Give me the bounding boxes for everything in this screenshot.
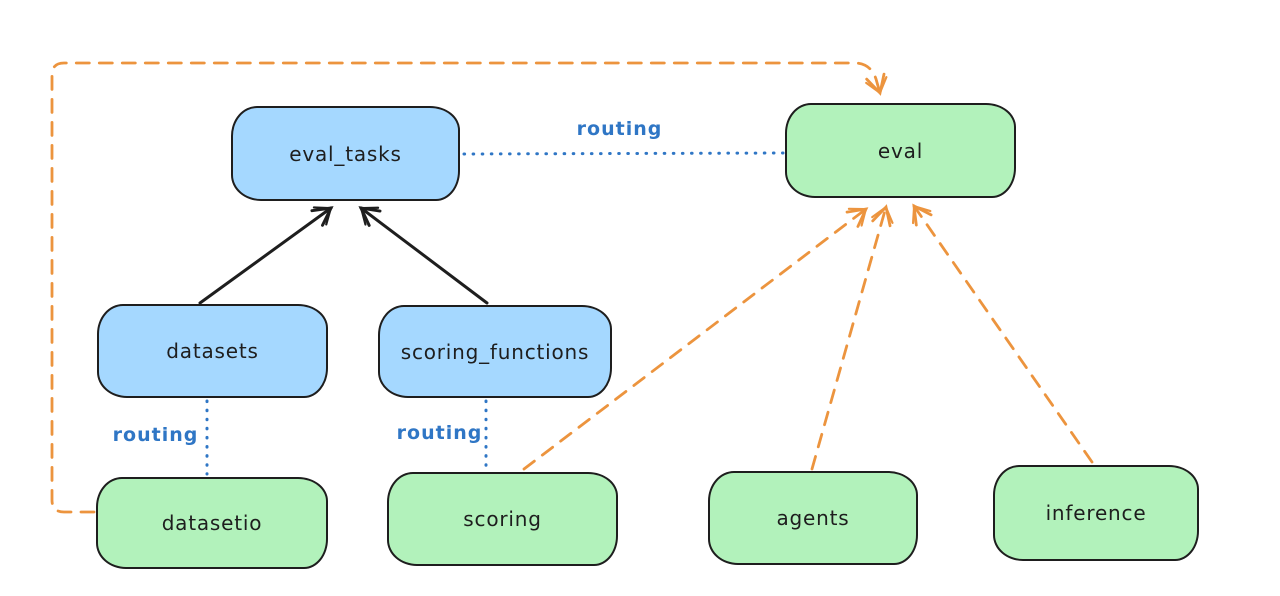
edge-label-routing-top: routing: [576, 118, 663, 140]
node-datasetio-label: datasetio: [161, 511, 263, 535]
node-eval: eval: [785, 103, 1016, 198]
edge-datasetio-to-eval: [50, 61, 888, 514]
edge-agents-to-eval: [810, 204, 894, 471]
node-datasets: datasets: [97, 304, 328, 398]
edge-eval-tasks-to-eval: [462, 151, 785, 156]
node-agents-label: agents: [776, 506, 850, 530]
edge-scoring-functions-to-eval-tasks: [358, 206, 489, 305]
edge-datasets-to-eval-tasks: [198, 206, 334, 305]
node-scoring: scoring: [387, 472, 618, 566]
node-scoring-functions: scoring_functions: [378, 305, 612, 398]
node-eval-tasks: eval_tasks: [231, 106, 460, 201]
edge-label-routing-left: routing: [112, 424, 199, 446]
node-agents: agents: [708, 471, 918, 565]
edge-scoring-to-eval: [522, 207, 869, 471]
node-scoring-functions-label: scoring_functions: [400, 339, 590, 364]
node-scoring-label: scoring: [463, 507, 542, 531]
node-inference: inference: [993, 465, 1199, 561]
node-eval-label: eval: [877, 138, 924, 163]
edge-label-routing-middle: routing: [396, 422, 483, 444]
node-inference-label: inference: [1045, 501, 1147, 525]
edge-inference-to-eval: [911, 203, 1094, 464]
node-datasets-label: datasets: [166, 339, 259, 363]
node-eval-tasks-label: eval_tasks: [289, 141, 402, 166]
node-datasetio: datasetio: [96, 477, 328, 569]
